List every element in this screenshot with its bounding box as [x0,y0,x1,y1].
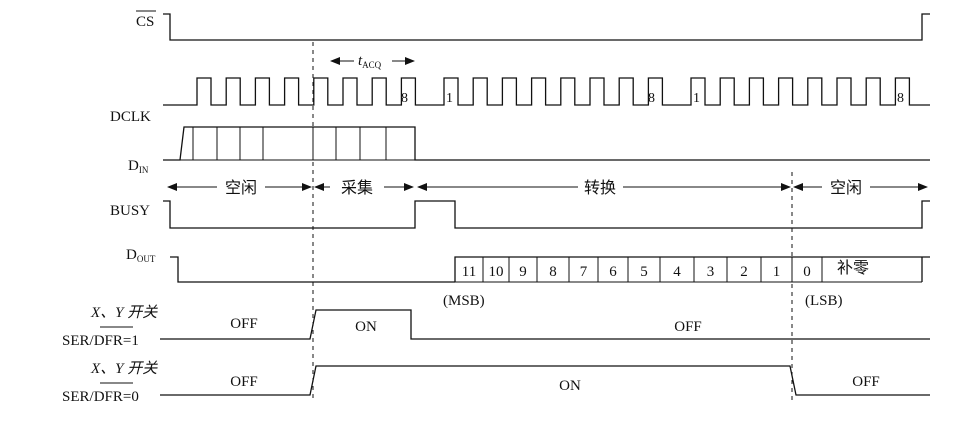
wave-switch-ser0 [160,365,930,396]
wave-cs [163,13,930,41]
dout-bit-5: 5 [640,264,648,280]
switch0-off-b: OFF [852,374,880,390]
label-msb: (MSB) [443,293,485,309]
label-busy: BUSY [110,203,150,219]
dout-bit-0: 0 [803,264,811,280]
phase-idle-2: 空闲 [830,179,862,197]
dout-bit-10: 10 [489,264,504,280]
dout-bit-7: 7 [580,264,588,280]
clk-count-1-a: 1 [446,91,453,106]
dout-bit-9: 9 [519,264,527,280]
wave-busy [163,200,930,229]
wave-din [163,126,930,161]
clk-count-8-b: 8 [648,91,655,106]
label-dout: DOUT [126,247,156,264]
switch0-off-a: OFF [230,374,258,390]
dout-zero-pad: 补零 [837,259,869,277]
wave-dout [170,256,930,283]
switch1-off-b: OFF [674,319,702,335]
label-xy-switch-1: X、Y 开关 [90,304,158,321]
phase-acquire: 采集 [341,179,373,197]
label-tacq: tACQ [358,53,382,70]
label-dclk: DCLK [110,109,151,125]
label-cs: CS [136,14,154,30]
label-ser-dfr-0: SER/DFR=0 [62,389,139,405]
dout-bit-3: 3 [707,264,715,280]
switch0-on: ON [559,378,581,394]
wave-dclk [163,77,930,106]
dout-bit-1: 1 [773,264,781,280]
label-ser-dfr-1: SER/DFR=1 [62,333,139,349]
din-bit-cells [192,127,387,160]
wave-switch-ser1 [160,309,930,340]
clk-count-8-a: 8 [401,91,408,106]
dout-bit-11: 11 [462,264,476,280]
switch1-on: ON [355,319,377,335]
phase-convert: 转换 [584,179,616,197]
dout-bit-4: 4 [673,264,681,280]
dout-bit-8: 8 [549,264,557,280]
dout-bit-6: 6 [609,264,617,280]
clk-count-8-c: 8 [897,91,904,106]
dout-bit-2: 2 [740,264,748,280]
label-lsb: (LSB) [805,293,843,309]
switch1-off-a: OFF [230,316,258,332]
label-din: DIN [128,158,149,175]
clk-count-1-b: 1 [693,91,700,106]
phase-idle-1: 空闲 [225,179,257,197]
label-xy-switch-0: X、Y 开关 [90,360,158,377]
